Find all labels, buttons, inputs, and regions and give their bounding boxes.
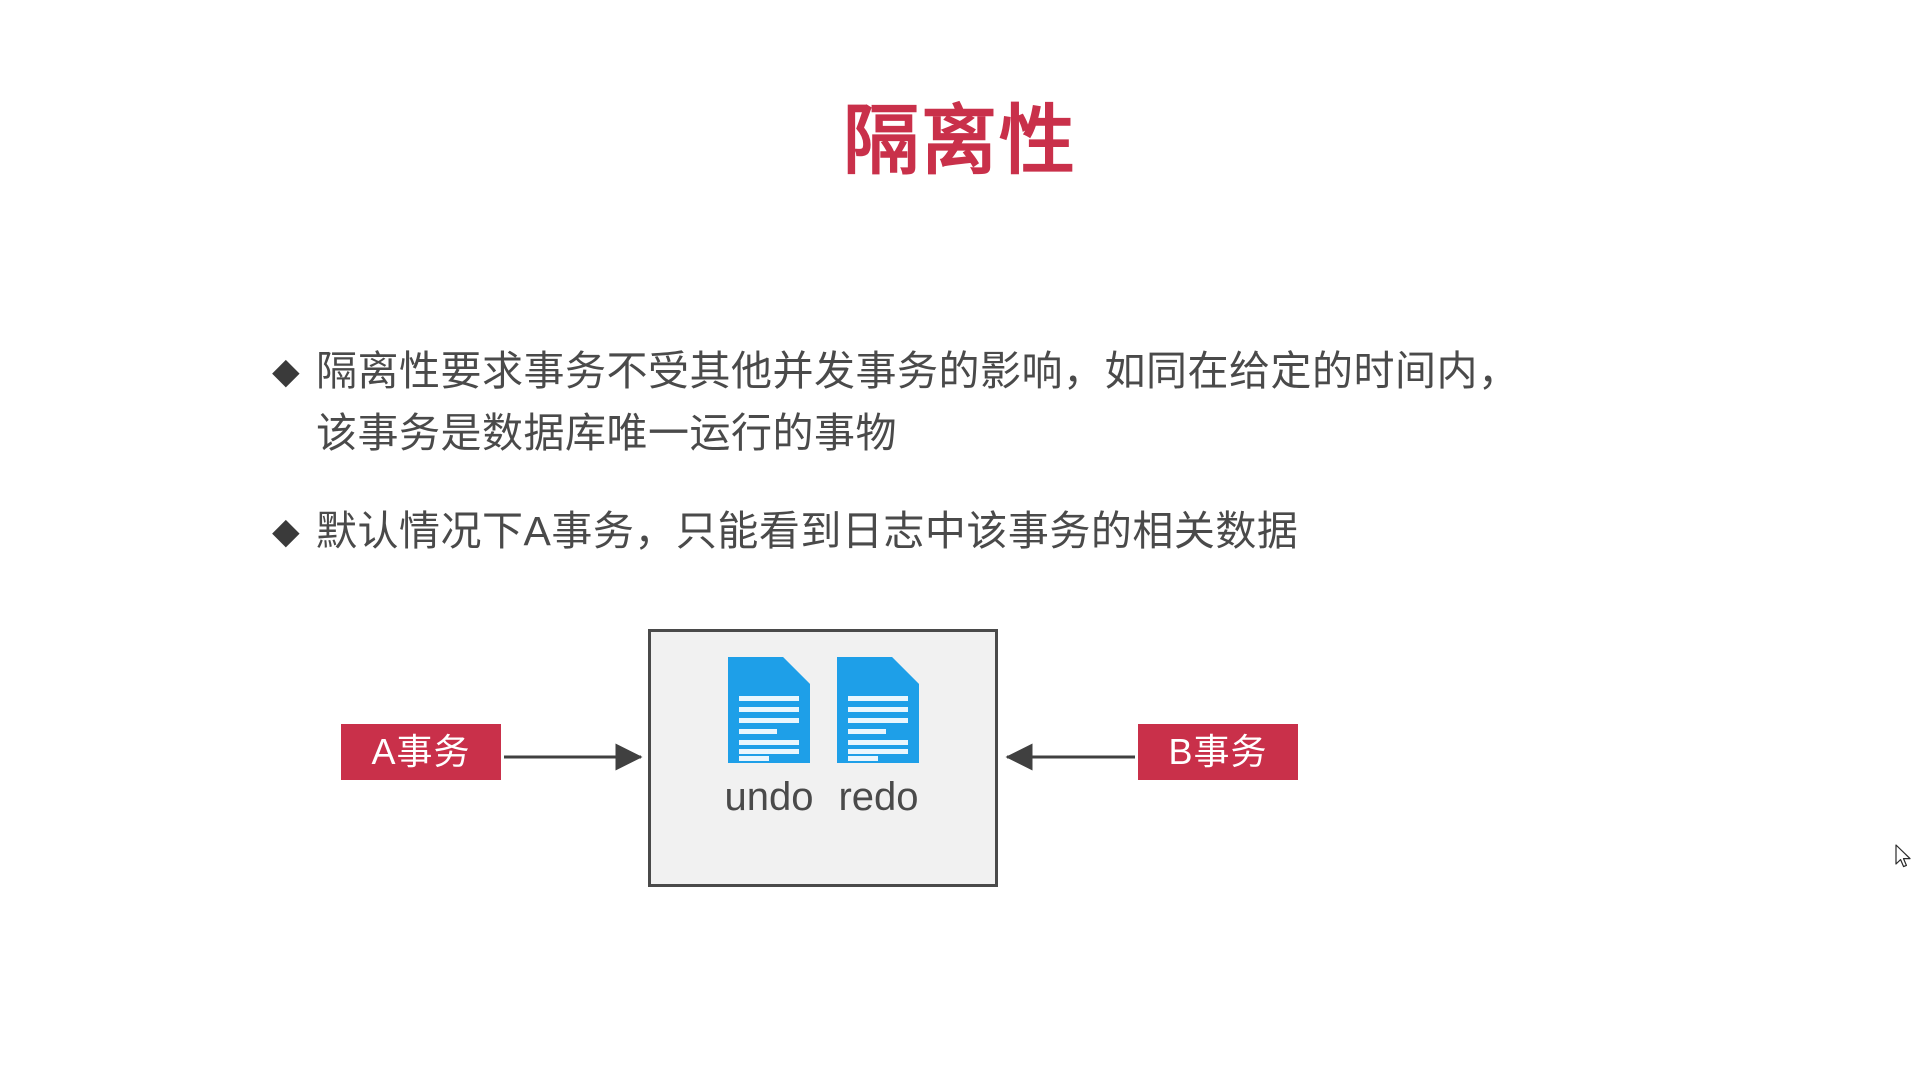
bullet-text-block: 默认情况下A事务，只能看到日志中该事务的相关数据 <box>316 500 1692 562</box>
document-label: redo <box>838 775 919 819</box>
bullet-line: 隔离性要求事务不受其他并发事务的影响，如同在给定的时间内， <box>316 348 1520 394</box>
document-label: undo <box>724 775 814 819</box>
diamond-bullet-icon: ◆ <box>272 510 300 551</box>
log-container <box>648 629 998 887</box>
bullet-list: ◆ 隔离性要求事务不受其他并发事务的影响，如同在给定的时间内， 该事务是数据库唯… <box>272 340 1692 598</box>
node-transaction-a: A事务 <box>341 724 501 780</box>
list-item: ◆ 默认情况下A事务，只能看到日志中该事务的相关数据 <box>272 500 1692 562</box>
mouse-pointer-icon <box>1895 844 1911 868</box>
bullet-line: 默认情况下A事务，只能看到日志中该事务的相关数据 <box>316 508 1299 554</box>
log-document-undo: undo <box>724 655 814 821</box>
diamond-bullet-icon: ◆ <box>272 350 300 391</box>
node-transaction-b: B事务 <box>1138 724 1298 780</box>
list-item: ◆ 隔离性要求事务不受其他并发事务的影响，如同在给定的时间内， 该事务是数据库唯… <box>272 340 1692 464</box>
log-document-redo: redo <box>835 655 921 821</box>
document-icon <box>837 657 920 763</box>
page-title: 隔离性 <box>843 99 1077 184</box>
log-documents: undo redo <box>648 655 998 821</box>
bullet-text-block: 隔离性要求事务不受其他并发事务的影响，如同在给定的时间内， 该事务是数据库唯一运… <box>316 340 1692 464</box>
bullet-line: 该事务是数据库唯一运行的事物 <box>316 410 897 456</box>
document-icon <box>727 657 810 763</box>
